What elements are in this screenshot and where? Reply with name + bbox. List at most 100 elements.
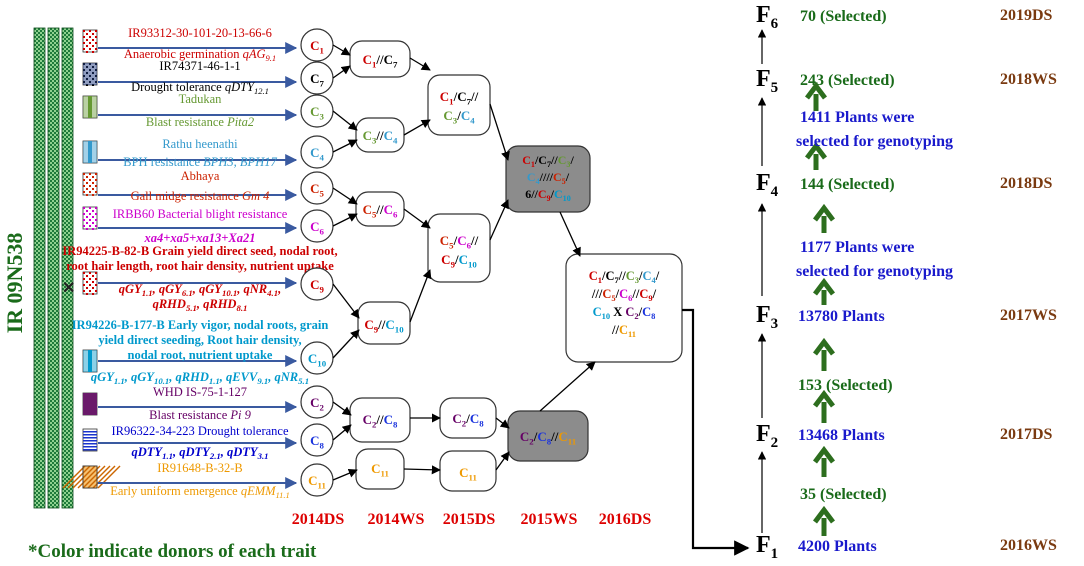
- donor-code: C1​: [310, 38, 324, 55]
- cross-label: C11​: [371, 461, 389, 478]
- cross-box: [427, 213, 491, 283]
- gene-list: qDTY1.1​, qDTY2.1​, qDTY3.1​: [132, 445, 269, 461]
- selection-arrow: [805, 141, 827, 170]
- cross-box: [507, 410, 589, 462]
- cross-arrow: [489, 199, 509, 241]
- donor-code: C6​: [310, 219, 324, 236]
- cross-arrow: [403, 119, 431, 136]
- donor-name-cont: nodal root, nutrient uptake: [128, 348, 273, 362]
- gene-list: xa4+xa5+xa13+Xa21: [144, 231, 256, 245]
- donor-name: Abhaya: [181, 169, 220, 183]
- parent-name: IR 09N538: [2, 233, 27, 334]
- donor-code: C3​: [310, 104, 324, 121]
- cross-label: //C11​: [611, 323, 636, 339]
- gene-list: qGY1.1​, qGY6.1​, qGY10.1​, qNR4.1​,: [119, 282, 281, 298]
- chromosome-icon: [82, 392, 98, 416]
- plant-count: 243 (Selected): [800, 72, 895, 89]
- chromosome-icon: [82, 428, 98, 452]
- donor-trait: Gall midge resistance Gm 4: [131, 189, 270, 203]
- donor-code-node: C2​: [300, 385, 334, 419]
- chromosome-icon: [82, 206, 98, 230]
- cross-label: C1​/C7​//C3​/C4​/: [589, 269, 660, 285]
- cross-label: C4​////C5​/: [527, 170, 570, 186]
- cross-network: C1​//C7​C3​//C4​C5​//C6​C9​//C10​C2​//C8…: [332, 40, 750, 556]
- donor-code-node: C11​: [300, 463, 334, 497]
- selection-arrow: [813, 337, 835, 371]
- donor-row: IR94225-B-82-B Grain yield direct seed, …: [62, 244, 337, 313]
- cross-arrow: [559, 211, 581, 257]
- cross-arrow: [332, 283, 360, 319]
- selection-arrow: [805, 81, 827, 111]
- donor-code: C5​: [310, 181, 324, 198]
- cross-arrow: [332, 187, 358, 205]
- plant-count: 13468 Plants: [798, 427, 885, 444]
- donor-code: C11​: [308, 473, 326, 490]
- cross-box: [357, 301, 411, 345]
- donor-trait: Blast resistance Pi 9: [149, 408, 251, 422]
- donor-code-node: C10​: [300, 341, 334, 375]
- donor-name: IR96322-34-223 Drought tolerance: [111, 424, 288, 438]
- season-label: 2015DS: [443, 511, 496, 528]
- chromosome-icon: [82, 140, 98, 164]
- cross-arrow: [332, 44, 351, 56]
- cross-box: [349, 397, 411, 443]
- donor-code: C9​: [310, 277, 324, 294]
- chromosome-icon: [82, 271, 98, 295]
- cross-arrow: [495, 417, 510, 429]
- donor-code-node: C7​: [300, 61, 334, 95]
- donor-name: IR91648-B-32-B: [157, 461, 242, 475]
- chromosome-icon: [82, 349, 98, 373]
- generation-season: 2017DS: [1000, 426, 1053, 443]
- generation-season: 2016WS: [1000, 537, 1057, 554]
- cross-arrow: [409, 57, 431, 71]
- cross-label: C2​/C8​: [452, 411, 484, 428]
- cross-box: [565, 253, 683, 363]
- cross-arrow: [332, 139, 358, 153]
- donor-name: Tadukan: [179, 92, 223, 106]
- donor-name: IRBB60 Bacterial blight resistance: [113, 207, 288, 221]
- gene-list: qGY1.1​, qGY10.1​, qRHD1.1​, qEVV9.1​, q…: [91, 370, 309, 386]
- donor-row: IRBB60 Bacterial blight resistance xa4+xa…: [82, 206, 334, 245]
- gene-list: qRHD5.1​, qRHD8.1​: [153, 297, 248, 313]
- plant-count: 144 (Selected): [800, 176, 895, 193]
- plant-count: 70 (Selected): [800, 8, 887, 25]
- generation-label: F6: [756, 2, 779, 32]
- season-label: 2014DS: [292, 511, 345, 528]
- plant-count: 4200 Plants: [798, 538, 877, 555]
- cross-arrow: [539, 361, 596, 412]
- donor-name: IR94226-B-177-B Early vigor, nodal roots…: [72, 318, 329, 332]
- cross-label: C1​/C7​//: [440, 89, 479, 106]
- cross-arrow: [332, 329, 360, 359]
- cross-arrow: [489, 103, 510, 161]
- cross-label: C3​/C4​: [443, 108, 475, 125]
- donor-row: IR94226-B-177-B Early vigor, nodal roots…: [72, 318, 334, 386]
- cross-arrow: [332, 468, 358, 481]
- donor-code-node: C6​: [300, 209, 334, 243]
- cross-label: C5​//C6​: [363, 202, 398, 219]
- selection-arrow: [813, 445, 835, 477]
- generation-season: 2018WS: [1000, 71, 1057, 88]
- cross-arrow: [332, 213, 358, 227]
- cross-arrow: [403, 465, 441, 475]
- season-labels: 2014DS 2014WS 2015DS 2015WS 2016DS: [292, 511, 652, 528]
- cross-label: C5​/C6​//: [440, 233, 479, 250]
- donor-code-node: C1​: [300, 28, 334, 62]
- generation-season: 2019DS: [1000, 7, 1053, 24]
- donor-code-node: C3​: [300, 94, 334, 128]
- cross-label: C2​//C8​: [363, 412, 398, 429]
- cross-arrow: [332, 401, 352, 416]
- cross-label: C11​: [459, 465, 477, 482]
- donor-trait: Blast resistance Pita2: [146, 115, 254, 129]
- donor-code: C4​: [310, 145, 324, 162]
- color-note: *Color indicate donors of each trait: [28, 541, 317, 562]
- donor-code: C2​: [310, 395, 324, 412]
- cross-label: C3​//C4​: [363, 128, 398, 145]
